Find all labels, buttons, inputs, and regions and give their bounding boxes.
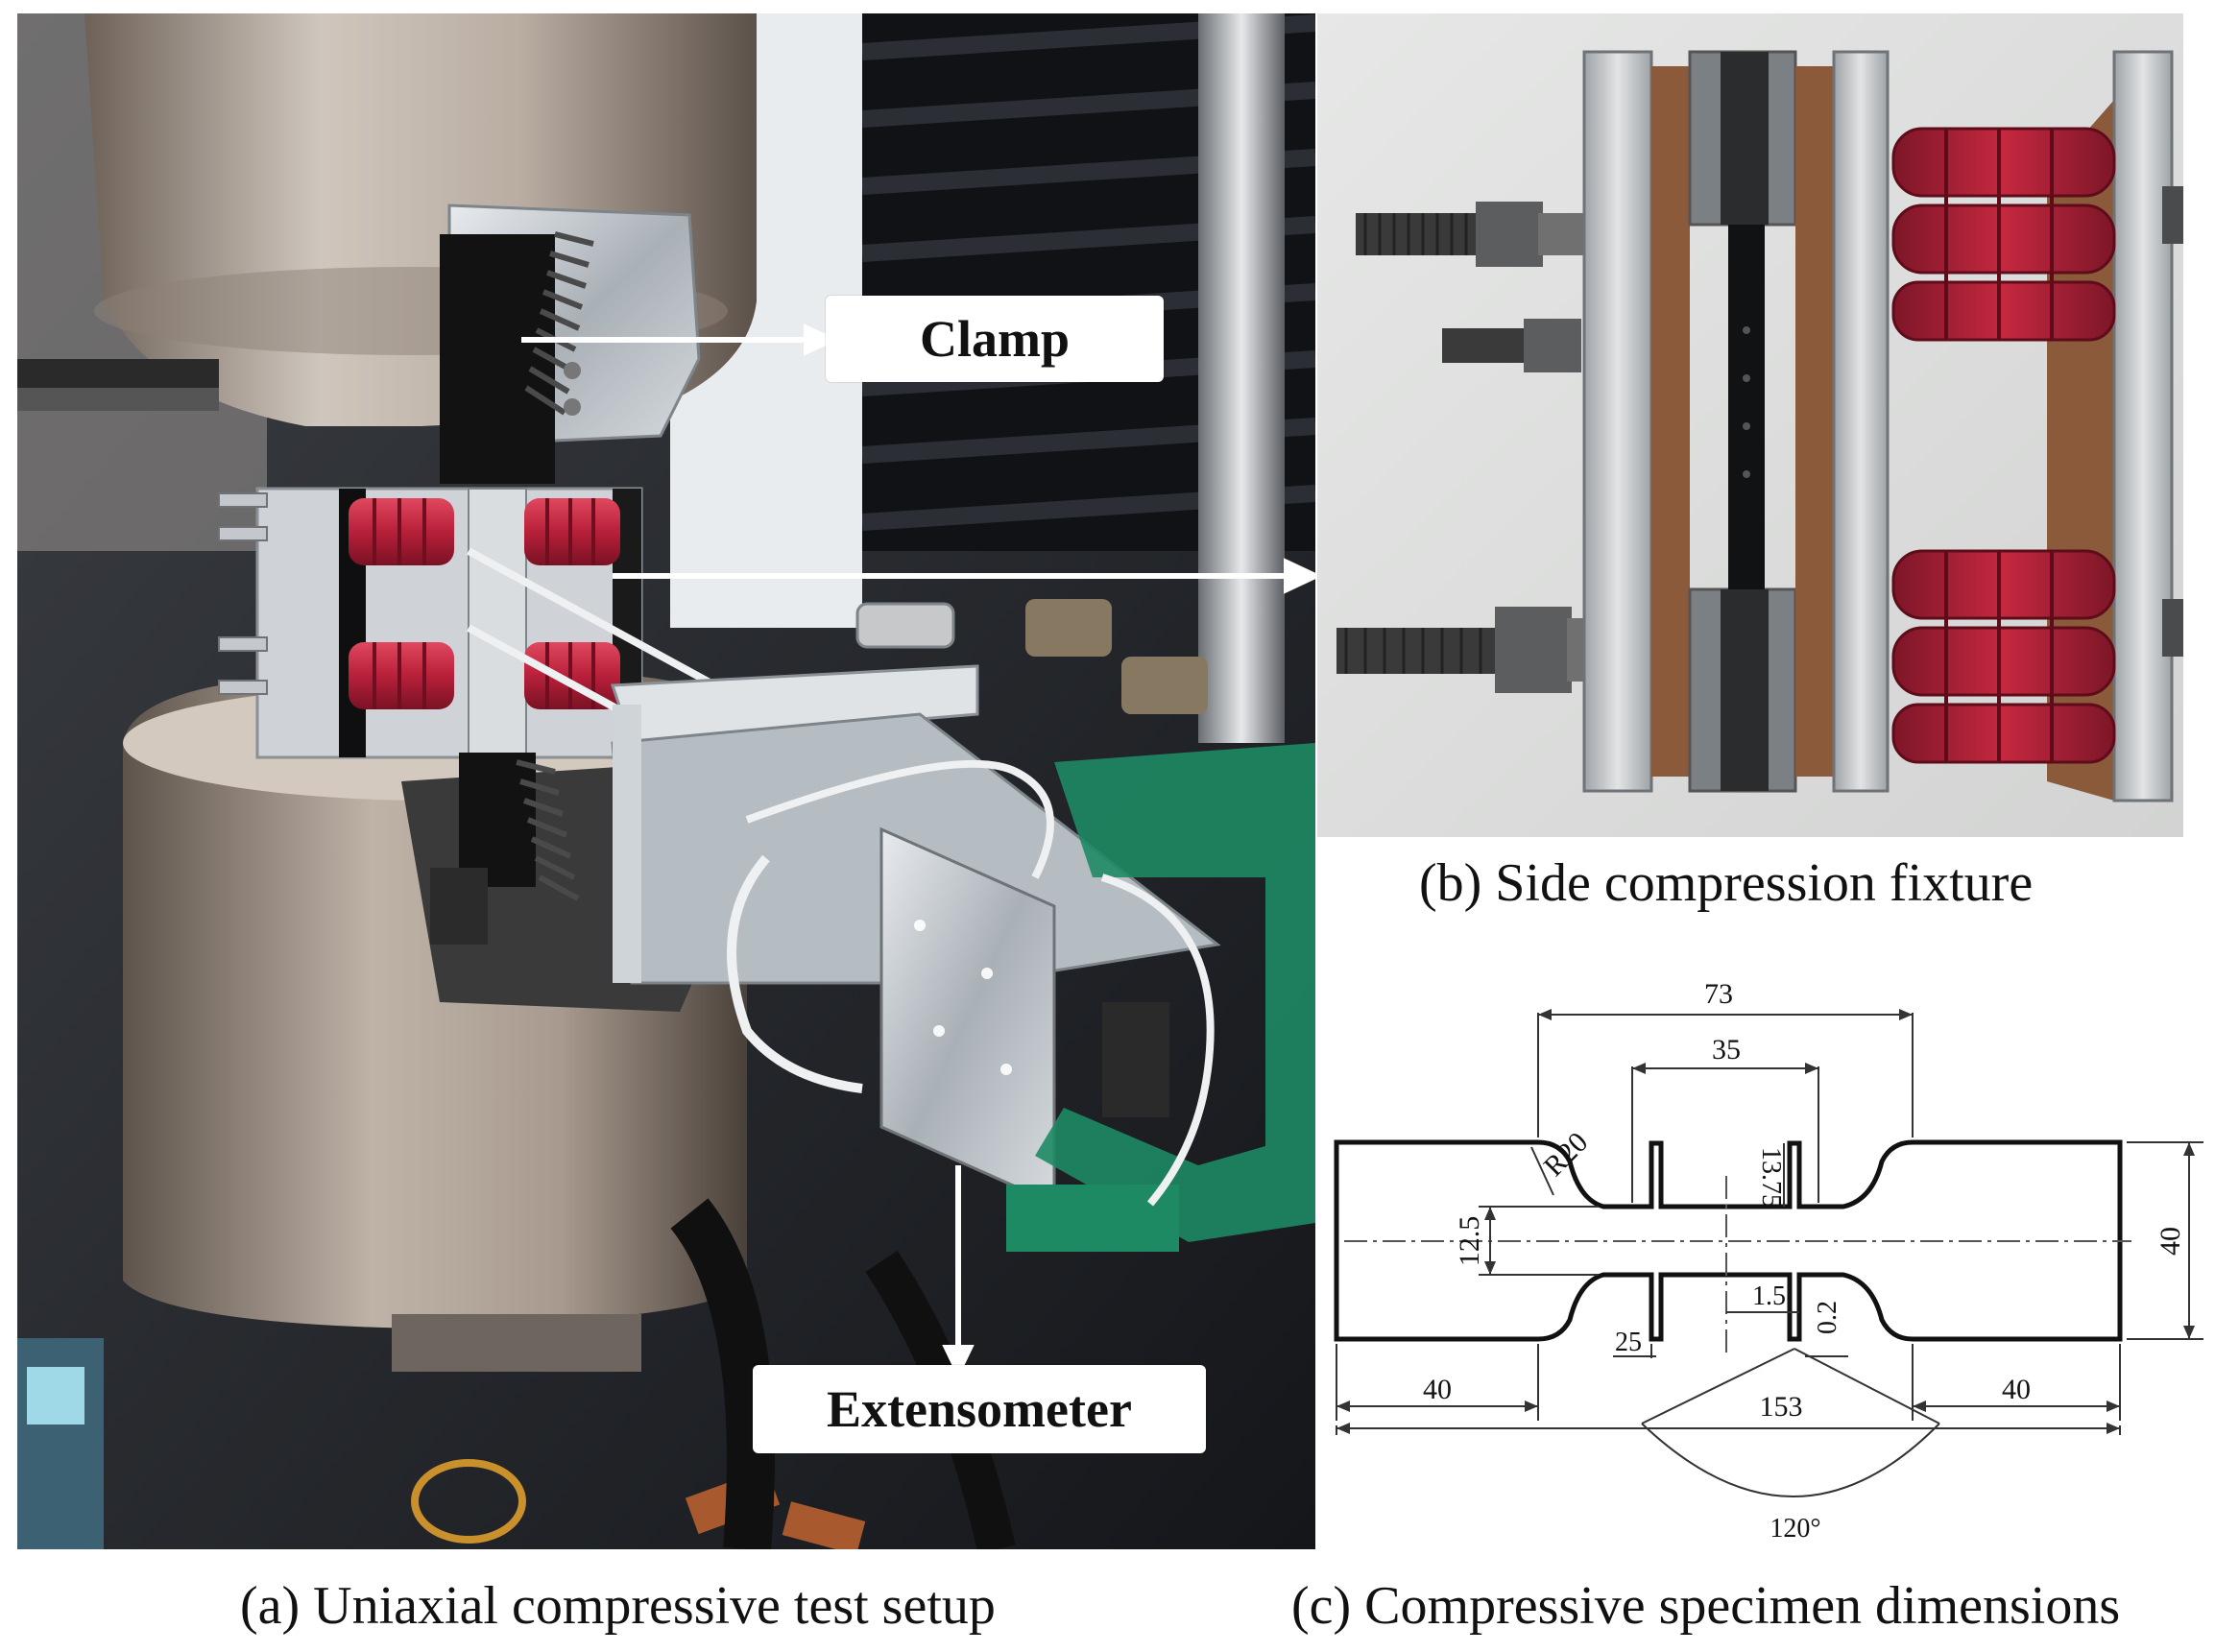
clamp-label: Clamp <box>826 296 1164 382</box>
fixture-illustration <box>1317 13 2183 837</box>
test-machine-illustration <box>17 13 1315 1549</box>
dim-0-2: 0.2 <box>1813 1301 1842 1334</box>
photo-test-setup: Clamp Extensometer <box>17 13 1315 1549</box>
caption-c: (c) Compressive specimen dimensions <box>1291 1576 2121 1636</box>
dim-13-75: 13.75 <box>1756 1147 1786 1208</box>
dim-40-left: 40 <box>1423 1374 1452 1405</box>
photo-side-compression-fixture <box>1317 13 2183 837</box>
dim-40-right: 40 <box>2002 1374 2031 1405</box>
specimen-dimension-svg: 73 35 R20 13.75 12.5 40 1.5 0.2 25 40 40… <box>1334 978 2203 1544</box>
dim-73: 73 <box>1704 978 1733 1010</box>
specimen-outline <box>1334 1139 2123 1342</box>
dim-25: 25 <box>1615 1328 1642 1357</box>
dim-40-width: 40 <box>2155 1227 2186 1256</box>
dim-r20: R20 <box>1538 1126 1595 1183</box>
dim-1-5: 1.5 <box>1752 1281 1786 1311</box>
dim-12-5: 12.5 <box>1454 1216 1485 1267</box>
caption-a: (a) Uniaxial compressive test setup <box>240 1576 996 1636</box>
dim-angle-120: 120° <box>1770 1514 1820 1544</box>
dim-153: 153 <box>1760 1391 1803 1423</box>
dim-35: 35 <box>1712 1034 1741 1065</box>
caption-b: (b) Side compression fixture <box>1419 853 2034 913</box>
specimen-drawing: 73 35 R20 13.75 12.5 40 1.5 0.2 25 40 40… <box>1325 955 2208 1550</box>
extensometer-label: Extensometer <box>753 1365 1206 1453</box>
